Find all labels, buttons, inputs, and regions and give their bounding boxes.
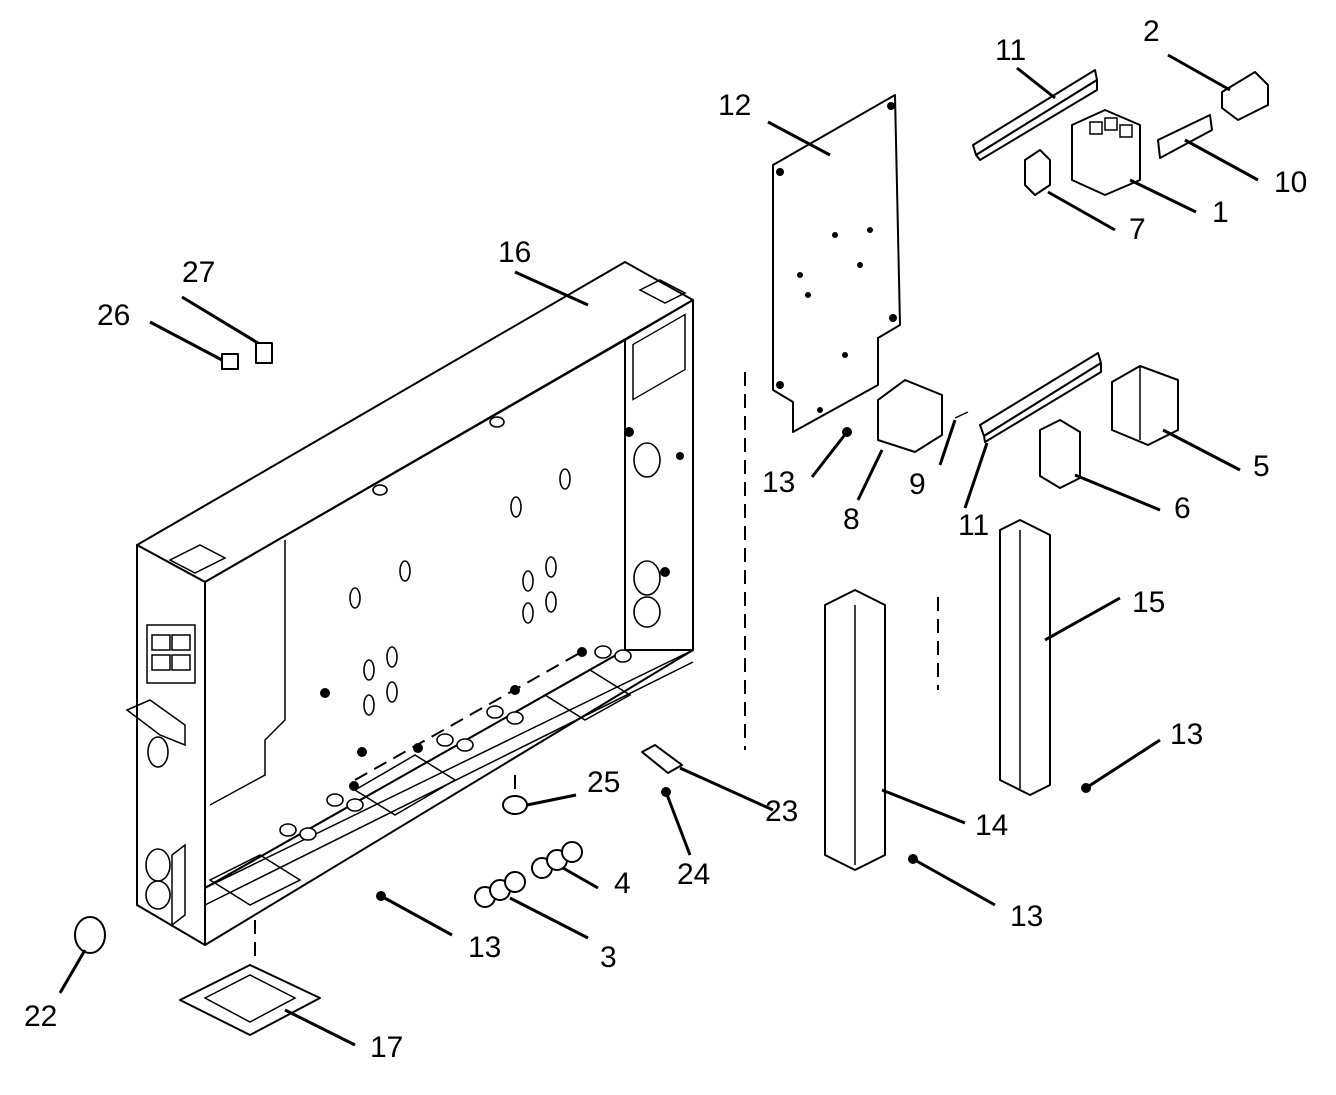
callout-12: 12 <box>718 89 751 122</box>
callout-4: 4 <box>614 867 631 900</box>
cap-26 <box>221 353 239 370</box>
grommet-22 <box>74 916 106 954</box>
callout-14: 14 <box>975 809 1008 842</box>
end-clip-7 <box>1024 149 1051 196</box>
callout-16: 16 <box>498 236 531 269</box>
callout-17: 17 <box>370 1031 403 1064</box>
breaker-6 <box>1039 419 1081 489</box>
fastener-dots <box>376 427 1091 901</box>
mounting-plate <box>772 94 901 433</box>
callout-2: 2 <box>1143 15 1160 48</box>
callout-24: 24 <box>677 858 710 891</box>
enclosure-box <box>125 261 694 946</box>
bracket-23 <box>641 744 683 774</box>
alignment-line <box>354 649 586 781</box>
callout-11-upper: 11 <box>995 34 1026 67</box>
callout-13-box: 13 <box>468 931 501 964</box>
leader-lines <box>58 53 1259 1047</box>
callout-22: 22 <box>24 1000 57 1033</box>
callout-26: 26 <box>97 299 130 332</box>
callout-23: 23 <box>765 795 798 828</box>
callout-11-lower: 11 <box>958 509 989 542</box>
cable-glands-4 <box>531 841 583 879</box>
callout-3: 3 <box>600 941 617 974</box>
callout-6: 6 <box>1174 492 1191 525</box>
cap-27 <box>255 342 273 364</box>
terminal-bar-10 <box>1157 114 1213 159</box>
circuit-breaker-1 <box>1071 109 1141 196</box>
din-rail-upper <box>972 69 1098 161</box>
callout-7: 7 <box>1129 213 1146 246</box>
terminal-block-8 <box>877 379 943 453</box>
cable-glands-3 <box>474 871 526 908</box>
callout-1: 1 <box>1212 196 1229 229</box>
screw-9 <box>954 411 969 419</box>
callout-25: 25 <box>587 766 620 799</box>
cap-25 <box>502 795 528 815</box>
circuit-breaker-5 <box>1111 365 1179 446</box>
callout-13-comb15: 13 <box>1170 718 1203 751</box>
callout-13-comb14: 13 <box>1010 900 1043 933</box>
din-rail-lower <box>979 352 1102 443</box>
terminal-2 <box>1221 71 1269 121</box>
callout-5: 5 <box>1253 450 1270 483</box>
cable-comb-14 <box>824 589 886 871</box>
callout-15: 15 <box>1132 586 1165 619</box>
callout-8: 8 <box>843 503 860 536</box>
callout-9: 9 <box>909 468 926 501</box>
cover-plate-17 <box>179 964 321 1036</box>
callout-13-plate: 13 <box>762 466 795 499</box>
callout-27: 27 <box>182 256 215 289</box>
callout-10: 10 <box>1274 166 1307 199</box>
cable-comb-15 <box>999 519 1051 796</box>
